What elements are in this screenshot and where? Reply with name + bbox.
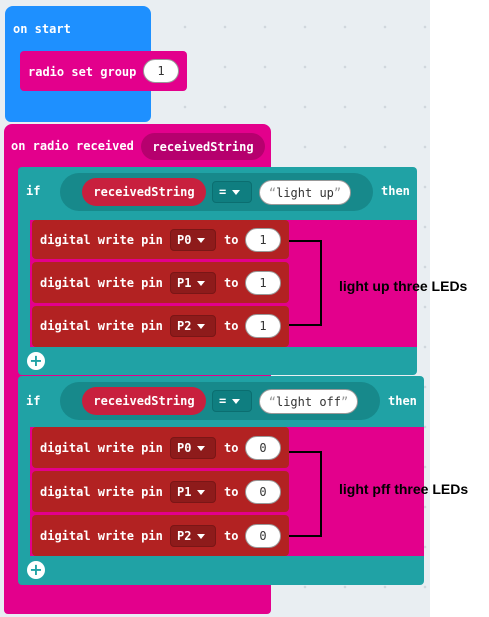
dropdown-arrow-icon: [197, 280, 206, 286]
dropdown-arrow-icon: [232, 189, 241, 195]
digital-write-label: digital write pin: [40, 319, 163, 333]
dropdown-arrow-icon: [197, 533, 206, 539]
dropdown-arrow-icon: [197, 445, 206, 451]
if-keyword-1: if: [26, 184, 41, 198]
to-label: to: [224, 529, 239, 543]
value-input[interactable]: 0: [245, 436, 281, 460]
value-input[interactable]: 0: [245, 480, 281, 504]
radio-set-group-label: radio set group: [28, 65, 137, 79]
to-label: to: [224, 319, 239, 333]
value-input[interactable]: 1: [245, 271, 281, 295]
plus-icon[interactable]: +: [27, 561, 45, 579]
variable-received-string-1[interactable]: receivedString: [82, 178, 206, 206]
then-keyword-1: then: [381, 184, 410, 198]
digital-write-label: digital write pin: [40, 441, 163, 455]
on-start-label: on start: [13, 22, 71, 36]
annotation-bracket-2: [289, 451, 322, 537]
dropdown-arrow-icon: [197, 237, 206, 243]
open-quote: “: [268, 185, 277, 200]
close-quote: ”: [341, 394, 349, 409]
to-label: to: [224, 441, 239, 455]
open-quote: “: [268, 394, 276, 409]
to-label: to: [224, 233, 239, 247]
digital-write-label: digital write pin: [40, 485, 163, 499]
annotation-light-off: light pff three LEDs: [339, 481, 469, 497]
pin-dropdown[interactable]: P1: [170, 481, 216, 503]
then-keyword-2: then: [388, 394, 417, 408]
group-value-input[interactable]: 1: [143, 59, 179, 83]
annotation-bracket-1: [289, 240, 322, 326]
value-input[interactable]: 1: [245, 314, 281, 338]
pin-dropdown[interactable]: P2: [170, 315, 216, 337]
plus-icon[interactable]: +: [27, 352, 45, 370]
to-label: to: [224, 485, 239, 499]
operator-dropdown-2[interactable]: =: [212, 390, 252, 412]
digital-write-label: digital write pin: [40, 276, 163, 290]
digital-write-label: digital write pin: [40, 529, 163, 543]
compare-string-1[interactable]: “light up”: [259, 180, 351, 205]
received-string-param[interactable]: receivedString: [141, 133, 265, 160]
dropdown-arrow-icon: [197, 489, 206, 495]
pin-dropdown[interactable]: P1: [170, 272, 216, 294]
if-keyword-2: if: [26, 394, 41, 408]
operator-dropdown-1[interactable]: =: [212, 181, 252, 203]
compare-string-2[interactable]: “light off”: [259, 389, 358, 414]
pin-dropdown[interactable]: P0: [170, 437, 216, 459]
pin-dropdown[interactable]: P2: [170, 525, 216, 547]
digital-write-label: digital write pin: [40, 233, 163, 247]
variable-received-string-2[interactable]: receivedString: [82, 387, 206, 415]
value-input[interactable]: 0: [245, 524, 281, 548]
dropdown-arrow-icon: [197, 323, 206, 329]
value-input[interactable]: 1: [245, 228, 281, 252]
pin-dropdown[interactable]: P0: [170, 229, 216, 251]
dropdown-arrow-icon: [232, 398, 241, 404]
annotation-light-up: light up three LEDs: [339, 278, 468, 294]
on-radio-received-label: on radio received: [11, 139, 134, 153]
to-label: to: [224, 276, 239, 290]
close-quote: ”: [333, 185, 342, 200]
